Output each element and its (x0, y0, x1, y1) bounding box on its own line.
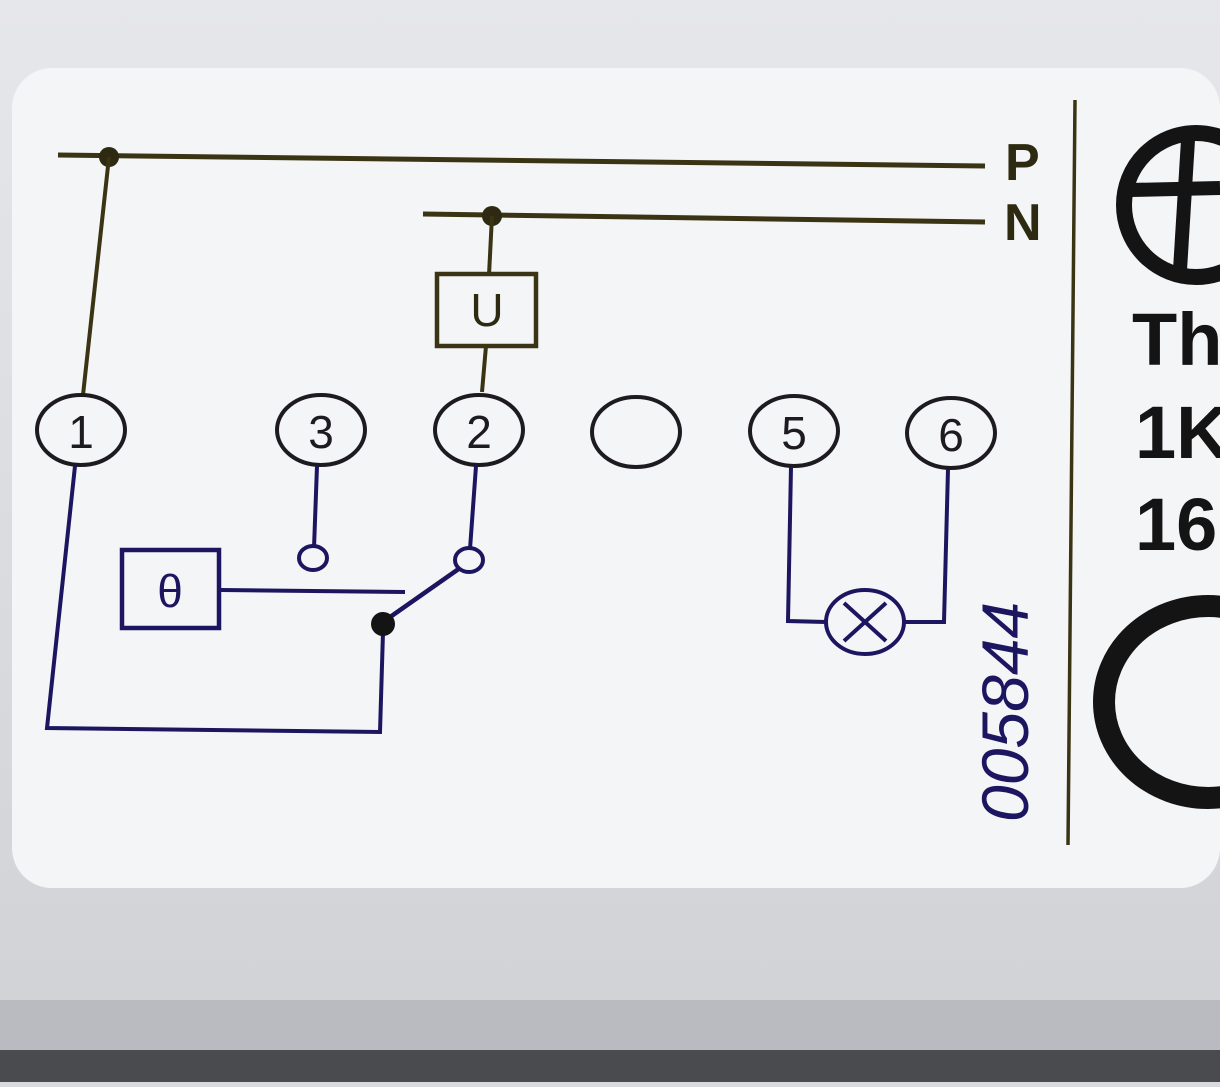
sensor-component: θ (119, 547, 222, 631)
wire-t3-down (312, 465, 319, 549)
side-text-3: 16 (1135, 483, 1217, 566)
terminal-5: 5 (748, 394, 840, 468)
wire-lamp-to-t6 (903, 468, 950, 624)
svg-text:6: 6 (938, 409, 964, 461)
switch-pivot-dot (371, 612, 395, 636)
contact-t3 (297, 544, 329, 572)
wire-t5-to-lamp (785, 466, 827, 624)
lower-wiring (44, 465, 950, 735)
shadow-strip (0, 1050, 1220, 1082)
terminal-3: 3 (275, 393, 367, 467)
label-panel (12, 68, 1220, 888)
wire-sensor-to-switch (220, 588, 406, 594)
svg-text:1: 1 (68, 406, 94, 458)
rail-label-phase: P (1005, 134, 1040, 192)
lamp-icon (824, 588, 906, 656)
wire-neutral-to-heater (487, 215, 494, 276)
logo-partial (1116, 125, 1220, 285)
heater-component: U (434, 271, 539, 349)
terminal-2: 2 (433, 393, 525, 467)
heater-symbol: U (470, 284, 503, 336)
sensor-symbol: θ (157, 565, 183, 617)
switch-arm (381, 566, 462, 624)
terminal-1: 1 (35, 393, 127, 467)
wire-t1-loop (44, 465, 385, 735)
wire-heater-to-t2 (480, 345, 488, 393)
wire-t2-down (468, 465, 478, 550)
wire-phase-to-t1 (81, 156, 111, 396)
side-text-2: 1K (1135, 391, 1220, 474)
svg-text:2: 2 (466, 406, 492, 458)
ring-icon (1093, 595, 1220, 809)
serial-number: 005844 (968, 602, 1042, 822)
side-text-1: Th (1132, 298, 1220, 381)
rail-label-neutral: N (1004, 194, 1042, 252)
terminal-empty (590, 395, 682, 469)
terminal-6: 6 (905, 396, 997, 470)
divider-line (1066, 99, 1077, 846)
contact-t2 (453, 546, 485, 574)
svg-text:3: 3 (308, 406, 334, 458)
svg-text:5: 5 (781, 407, 807, 459)
